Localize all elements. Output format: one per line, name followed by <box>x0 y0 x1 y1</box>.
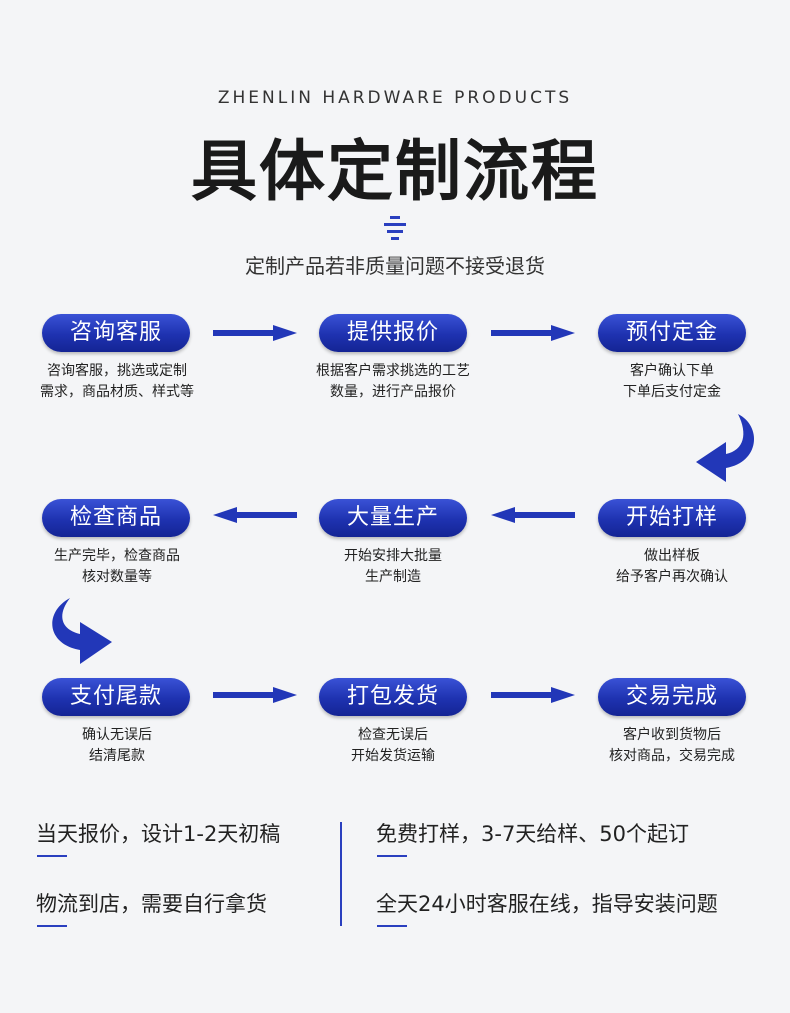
step-consult: 咨询客服 <box>42 314 190 352</box>
arrow-right-icon <box>491 687 575 703</box>
step-complete-desc: 客户收到货物后 核对商品，交易完成 <box>557 725 787 767</box>
step-ship: 打包发货 <box>319 678 467 716</box>
step-ship-desc-line2: 开始发货运输 <box>351 748 435 764</box>
feature-support: 全天24小时客服在线，指导安装问题 <box>376 892 718 916</box>
step-sample: 开始打样 <box>598 499 746 537</box>
step-final-payment: 支付尾款 <box>42 678 190 716</box>
step-consult-desc: 咨询客服，挑选或定制 需求，商品材质、样式等 <box>2 361 232 403</box>
divider <box>340 822 342 926</box>
feature-underline <box>37 925 67 927</box>
step-consult-desc-line1: 咨询客服，挑选或定制 <box>47 363 187 379</box>
arrow-right-icon <box>213 325 297 341</box>
lines-icon <box>384 216 406 240</box>
curved-arrow-icon <box>696 414 755 482</box>
step-deposit: 预付定金 <box>598 314 746 352</box>
feature-quote: 当天报价，设计1-2天初稿 <box>36 822 281 846</box>
step-complete-desc-line1: 客户收到货物后 <box>623 727 721 743</box>
step-deposit-desc: 客户确认下单 下单后支付定金 <box>557 361 787 403</box>
arrow-right-icon <box>491 325 575 341</box>
step-complete-desc-line2: 核对商品，交易完成 <box>609 748 735 764</box>
step-sample-desc-line2: 给予客户再次确认 <box>616 569 728 585</box>
return-policy-note: 定制产品若非质量问题不接受退货 <box>245 254 545 278</box>
step-final-payment-desc-line1: 确认无误后 <box>82 727 152 743</box>
step-production-desc: 开始安排大批量 生产制造 <box>278 546 508 588</box>
step-inspect-desc-line1: 生产完毕，检查商品 <box>54 548 180 564</box>
arrow-left-icon <box>213 507 297 523</box>
step-quote-desc-line1: 根据客户需求挑选的工艺 <box>316 363 470 379</box>
step-sample-desc: 做出样板 给予客户再次确认 <box>557 546 787 588</box>
feature-underline <box>377 855 407 857</box>
step-inspect-desc-line2: 核对数量等 <box>82 569 152 585</box>
step-ship-desc-line1: 检查无误后 <box>358 727 428 743</box>
step-complete: 交易完成 <box>598 678 746 716</box>
arrow-left-icon <box>491 507 575 523</box>
step-quote-desc-line2: 数量，进行产品报价 <box>330 384 456 400</box>
step-quote-desc: 根据客户需求挑选的工艺 数量，进行产品报价 <box>278 361 508 403</box>
feature-underline <box>377 925 407 927</box>
step-production-desc-line2: 生产制造 <box>365 569 421 585</box>
step-production: 大量生产 <box>319 499 467 537</box>
step-sample-desc-line1: 做出样板 <box>644 548 700 564</box>
step-deposit-desc-line1: 客户确认下单 <box>630 363 714 379</box>
step-final-payment-desc: 确认无误后 结清尾款 <box>2 725 232 767</box>
step-inspect: 检查商品 <box>42 499 190 537</box>
step-consult-desc-line2: 需求，商品材质、样式等 <box>40 384 194 400</box>
step-final-payment-desc-line2: 结清尾款 <box>89 748 145 764</box>
brand-subtitle: ZHENLIN HARDWARE PRODUCTS <box>217 88 573 108</box>
arrow-right-icon <box>213 687 297 703</box>
step-inspect-desc: 生产完毕，检查商品 核对数量等 <box>2 546 232 588</box>
curved-arrow-icon <box>52 598 112 664</box>
step-deposit-desc-line2: 下单后支付定金 <box>623 384 721 400</box>
feature-underline <box>37 855 67 857</box>
feature-logistics: 物流到店，需要自行拿货 <box>36 892 267 916</box>
step-ship-desc: 检查无误后 开始发货运输 <box>278 725 508 767</box>
feature-sample: 免费打样，3-7天给样、50个起订 <box>376 822 690 846</box>
step-quote: 提供报价 <box>319 314 467 352</box>
step-production-desc-line1: 开始安排大批量 <box>344 548 442 564</box>
page-title: 具体定制流程 <box>191 133 599 210</box>
